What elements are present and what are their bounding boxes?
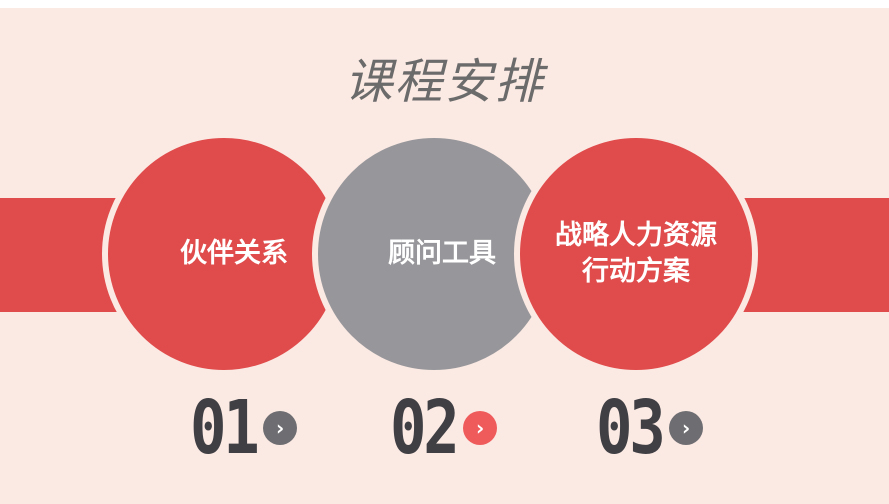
step-number: 01 [190, 385, 260, 471]
circle-hr-action-plan[interactable]: 战略人力资源行动方案 [514, 132, 758, 376]
circle-label: 战略人力资源行动方案 [555, 220, 717, 287]
chevron-right-icon[interactable]: › [669, 411, 704, 445]
circle-label: 伙伴关系 [180, 238, 288, 269]
page-title: 课程安排 [344, 54, 545, 110]
step-02: 02 › [390, 385, 498, 471]
slide-canvas: 课程安排 伙伴关系 顾问工具 战略人力资源行动方案 01 › 02 › 03 › [0, 8, 889, 504]
step-03: 03 › [596, 385, 704, 471]
circle-label: 顾问工具 [388, 238, 496, 269]
step-number: 02 [390, 385, 460, 471]
chevron-right-icon[interactable]: › [463, 411, 498, 445]
step-01: 01 › [190, 385, 298, 471]
step-number: 03 [596, 385, 666, 471]
chevron-right-icon[interactable]: › [263, 411, 298, 445]
circle-partnership[interactable]: 伙伴关系 [102, 132, 346, 376]
